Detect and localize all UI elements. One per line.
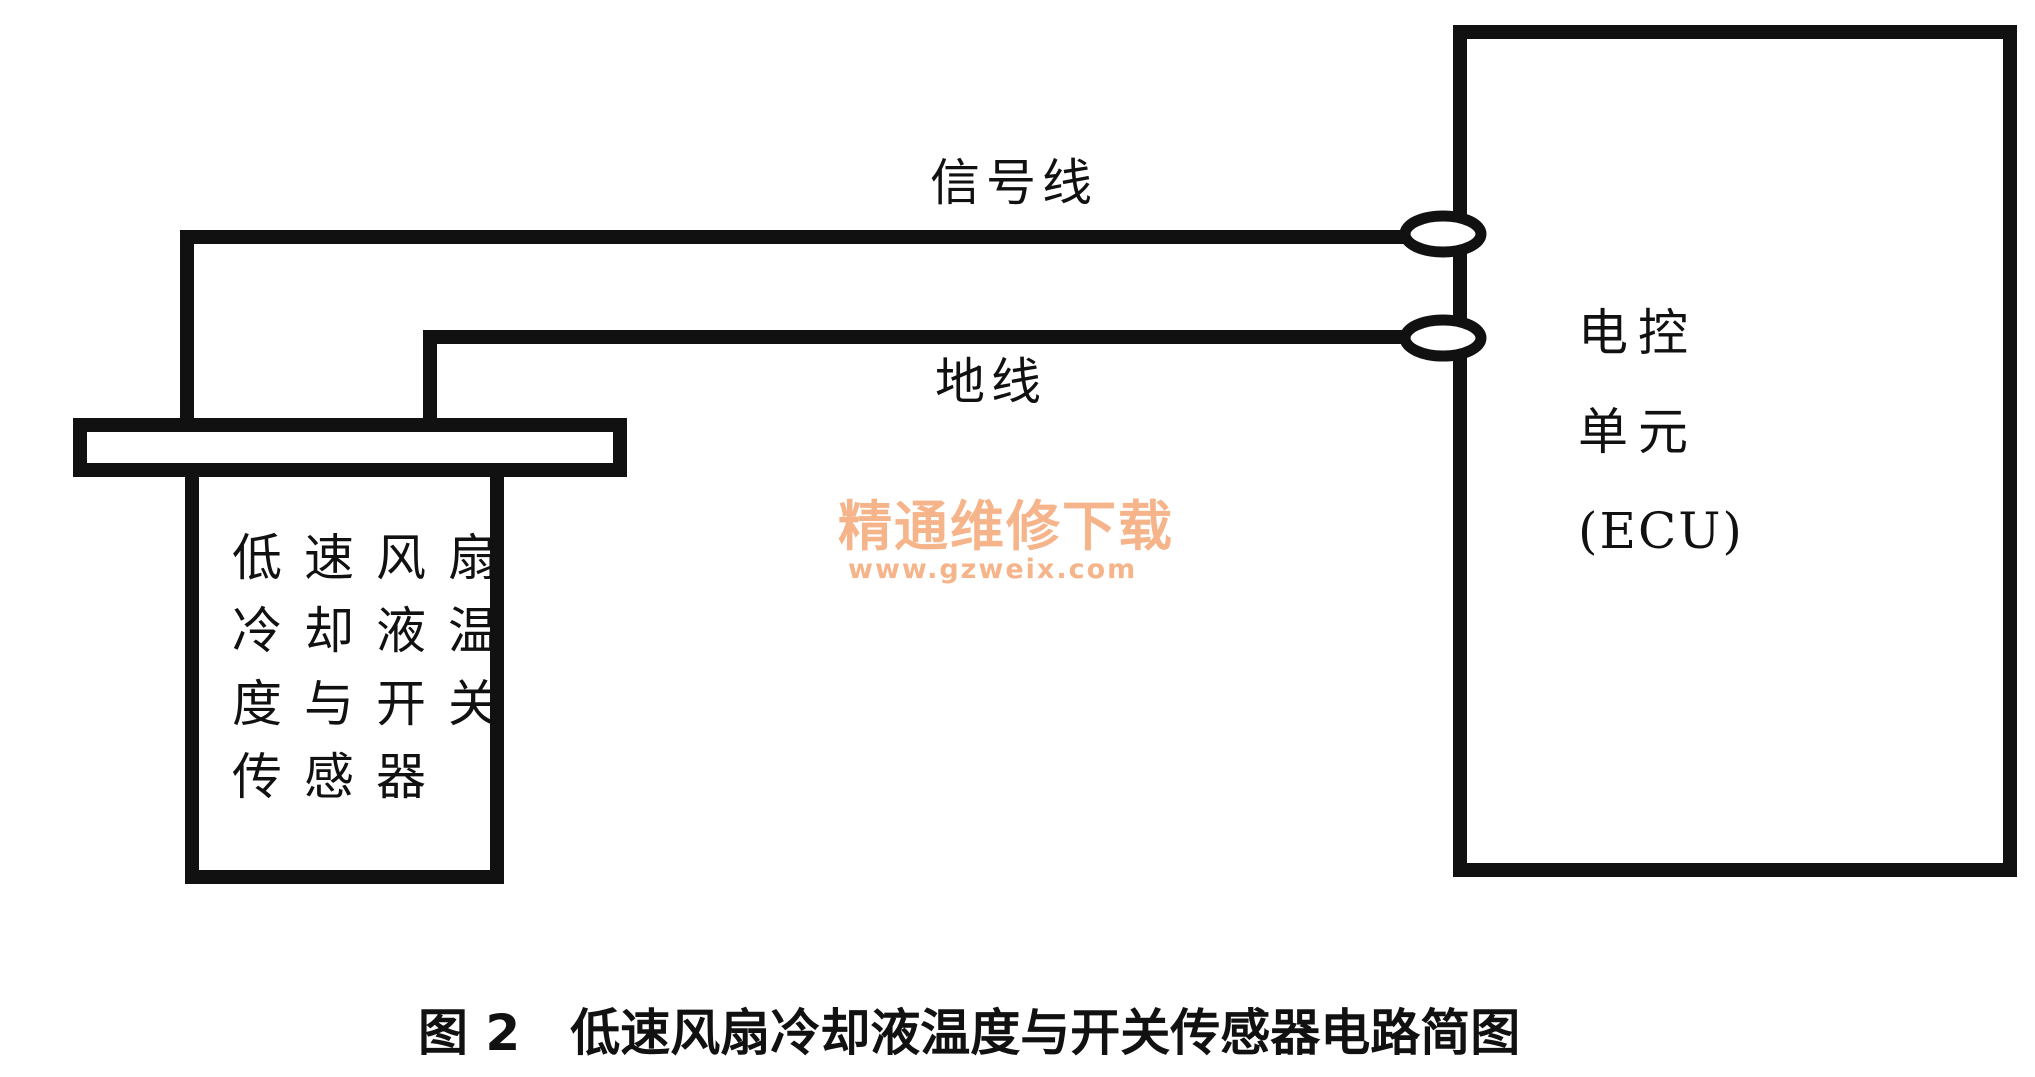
sensor-label-line-3: 度与开关 bbox=[232, 675, 520, 733]
ground-connector-terminal bbox=[1399, 314, 1487, 362]
sensor-body bbox=[185, 477, 504, 884]
sensor-label-line-4: 传感器 bbox=[232, 748, 448, 806]
ecu-label-line-2: 单元 bbox=[1578, 403, 1698, 461]
ground-wire bbox=[423, 330, 1415, 418]
ground-wire-label: 地线 bbox=[935, 353, 1047, 411]
sensor-connector-bar bbox=[73, 418, 627, 477]
signal-connector-terminal bbox=[1399, 210, 1487, 258]
watermark-title: 精通维修下载 bbox=[838, 495, 1174, 558]
ecu-box bbox=[1453, 25, 2017, 877]
signal-wire-label: 信号线 bbox=[930, 154, 1098, 212]
watermark-url: www.gzweix.com bbox=[848, 554, 1138, 585]
ecu-label-line-1: 电控 bbox=[1578, 304, 1698, 362]
ecu-label-line-3: (ECU) bbox=[1578, 502, 1744, 560]
sensor-label-line-1: 低速风扇 bbox=[232, 529, 520, 587]
sensor-label-line-2: 冷却液温 bbox=[232, 602, 520, 660]
signal-wire bbox=[180, 230, 1415, 418]
figure-caption: 图 2 低速风扇冷却液温度与开关传感器电路简图 bbox=[418, 1004, 1521, 1062]
